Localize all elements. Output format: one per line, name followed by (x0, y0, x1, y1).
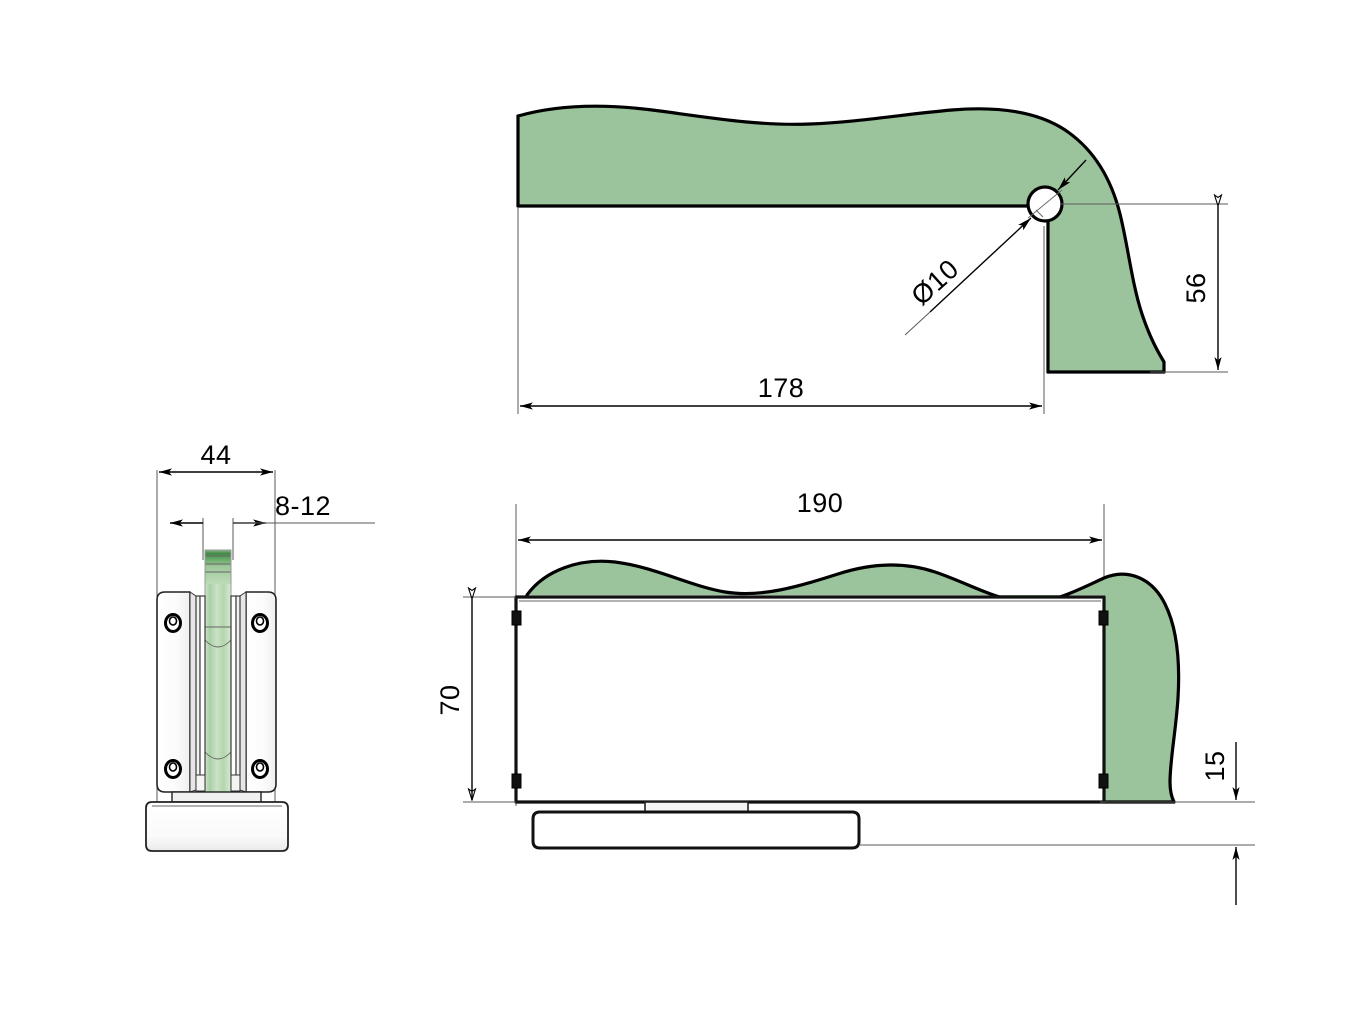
top-view-glass-outline (516, 104, 1166, 374)
side-view-clamp-right-shade (239, 591, 247, 793)
front-view: 190 70 15 (435, 488, 1255, 905)
dim-15: 15 (1200, 742, 1240, 905)
front-view-base-plate (531, 810, 861, 850)
side-view-glass-reflection-1 (204, 639, 232, 648)
side-view-clamp-right (245, 591, 277, 793)
screw-hole-top-left (164, 613, 182, 633)
dim-70: 70 (435, 599, 472, 800)
front-view-body (514, 595, 1106, 804)
side-view-gasket-right-inner (230, 595, 237, 791)
dim-190: 190 (518, 488, 1102, 544)
dim-56-label: 56 (1181, 272, 1211, 303)
side-view-pad-left (195, 774, 206, 792)
side-view-neck (171, 791, 262, 803)
screw-hole-top-right (251, 613, 269, 633)
side-view-glass-top-band (205, 550, 231, 584)
screw-tab-bottom-right (1098, 773, 1109, 789)
dim-8-12-label: 8-12 (275, 491, 331, 521)
side-view-gasket-right-outer (235, 595, 241, 791)
screw-hole-bottom-right (251, 759, 269, 779)
dim-8-12: 8-12 (170, 491, 375, 527)
side-view: 44 8-12 (145, 440, 375, 852)
dim-178-label: 178 (758, 373, 805, 403)
dim-56: 56 (1181, 206, 1218, 370)
front-view-glass (527, 561, 1179, 802)
dim-44-label: 44 (200, 440, 231, 470)
side-view-pad-right (230, 774, 241, 792)
side-view-glass-reflection-2 (204, 751, 232, 760)
dim-dia-10-label: Ø10 (905, 254, 964, 311)
top-view: Ø10 178 56 (516, 104, 1228, 414)
side-view-glass-pane (205, 550, 231, 796)
dim-44: 44 (159, 440, 273, 476)
dim-178: 178 (520, 373, 1042, 410)
dim-15-label: 15 (1200, 750, 1230, 781)
dim-70-label: 70 (435, 684, 465, 715)
side-view-gasket-left-outer (195, 595, 201, 791)
side-view-base-plate (145, 801, 289, 852)
side-view-gasket-left-inner (199, 595, 206, 791)
screw-tab-bottom-left (511, 773, 522, 789)
side-view-clamp-left-shade (189, 591, 197, 793)
screw-tab-top-right (1098, 610, 1109, 626)
screw-tab-top-left (511, 610, 522, 626)
dim-190-label: 190 (797, 488, 844, 518)
top-view-glass-body (518, 106, 1164, 372)
screw-hole-bottom-left (164, 759, 182, 779)
hole-centermark (1027, 189, 1063, 219)
